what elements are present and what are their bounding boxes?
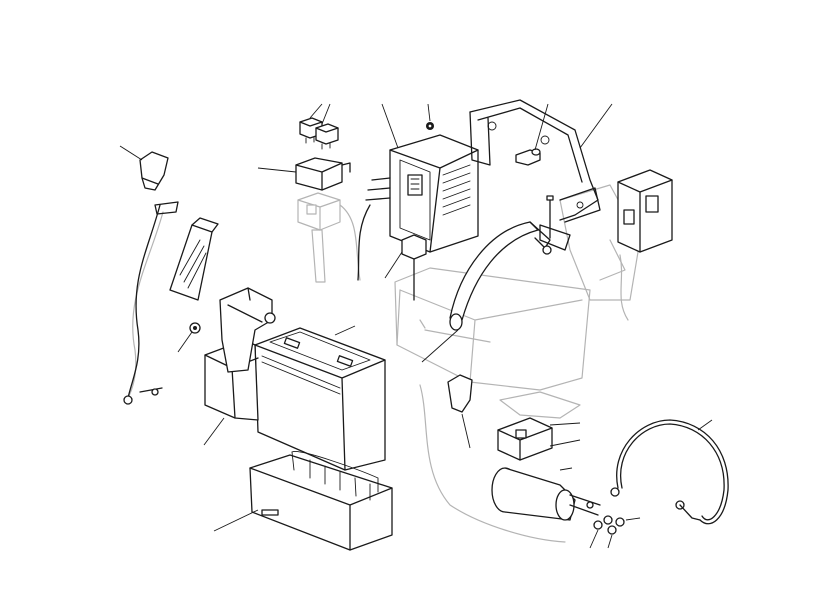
- battery-tray-ghost: [394, 267, 591, 391]
- loose-cable-ghosts: [127, 204, 629, 543]
- grommet: [515, 148, 541, 166]
- earth-cable: [610, 419, 729, 525]
- relay-cover: [295, 157, 351, 191]
- fuse-box: [617, 169, 673, 253]
- bolt: [542, 195, 554, 255]
- starter-solenoid: [491, 467, 601, 521]
- relay-socket: [297, 192, 341, 231]
- mounting-frame: [469, 99, 601, 251]
- terminal-cover-left: [139, 151, 169, 191]
- battery-bracket: [204, 287, 276, 421]
- battery: [254, 327, 386, 471]
- washer-set: [593, 515, 625, 535]
- nut: [426, 122, 434, 130]
- battery-cable-left: [123, 201, 179, 405]
- bracket-panel-ghost: [499, 184, 641, 419]
- callout-leaders: [119, 103, 713, 549]
- connector-plug: [401, 234, 427, 301]
- fuse-carrier-left: [169, 217, 219, 301]
- relay-pair: [299, 117, 339, 150]
- terminal-cover-right: [447, 374, 473, 413]
- strap: [449, 221, 551, 331]
- battery-box: [249, 451, 393, 551]
- relay-housing: [497, 417, 553, 461]
- nut-small: [189, 322, 201, 334]
- ecu-module: [357, 134, 479, 281]
